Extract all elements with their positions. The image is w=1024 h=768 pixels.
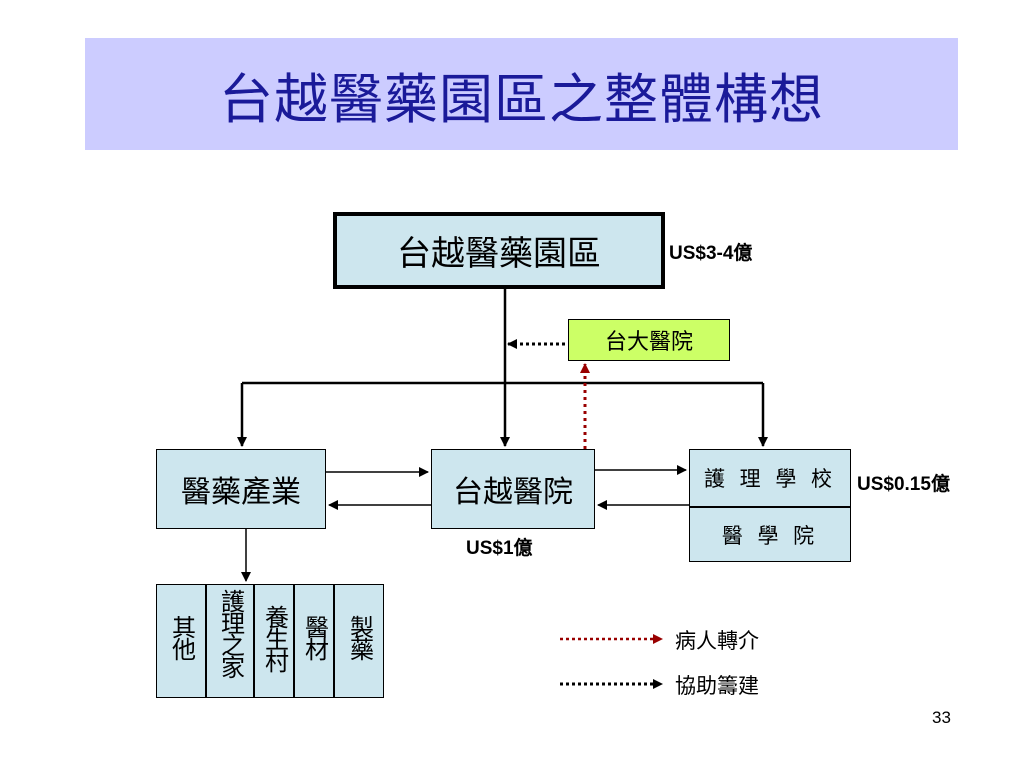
title-band [85, 38, 958, 150]
node-nursing-school: 護 理 學 校 [689, 449, 851, 507]
node-hospital-label: 台越醫院 [453, 475, 573, 510]
node-partner-hospital: 台大醫院 [568, 319, 730, 361]
budget-schools: US$0.15億 [857, 474, 950, 495]
sub-industry-medical-devices: 醫材 [294, 584, 334, 698]
sub-industry-label: 其他 [167, 615, 196, 659]
sub-industry-label: 養生村 [260, 605, 289, 671]
node-medical-park: 台越醫藥園區 [333, 212, 665, 289]
sub-industry-label: 製藥 [345, 615, 374, 659]
node-medical-park-label: 台越醫藥園區 [397, 234, 601, 274]
node-medical-school: 醫 學 院 [689, 507, 851, 562]
sub-industry-wellness-village: 養生村 [254, 584, 294, 698]
node-pharma-industry: 醫藥產業 [156, 449, 326, 529]
budget-hospital: US$1億 [466, 538, 533, 559]
page-number: 33 [932, 708, 951, 727]
legend-referral-label: 病人轉介 [675, 629, 759, 653]
slide-title: 台越醫藥園區之整體構想 [219, 67, 824, 131]
node-hospital: 台越醫院 [431, 449, 595, 529]
sub-industry-label: 醫材 [300, 615, 329, 659]
budget-park: US$3-4億 [669, 243, 753, 264]
legend-assist-label: 協助籌建 [675, 674, 759, 698]
node-partner-hospital-label: 台大醫院 [604, 330, 693, 355]
sub-industry-nursing-home: 護理之家 [206, 584, 254, 698]
node-nursing-school-label: 護 理 學 校 [703, 467, 837, 491]
node-pharma-industry-label: 醫藥產業 [181, 475, 301, 510]
sub-industry-pharmaceuticals: 製藥 [334, 584, 384, 698]
sub-industry-other: 其他 [156, 584, 206, 698]
node-medical-school-label: 醫 學 院 [721, 523, 819, 548]
sub-industry-label: 護理之家 [216, 589, 245, 677]
